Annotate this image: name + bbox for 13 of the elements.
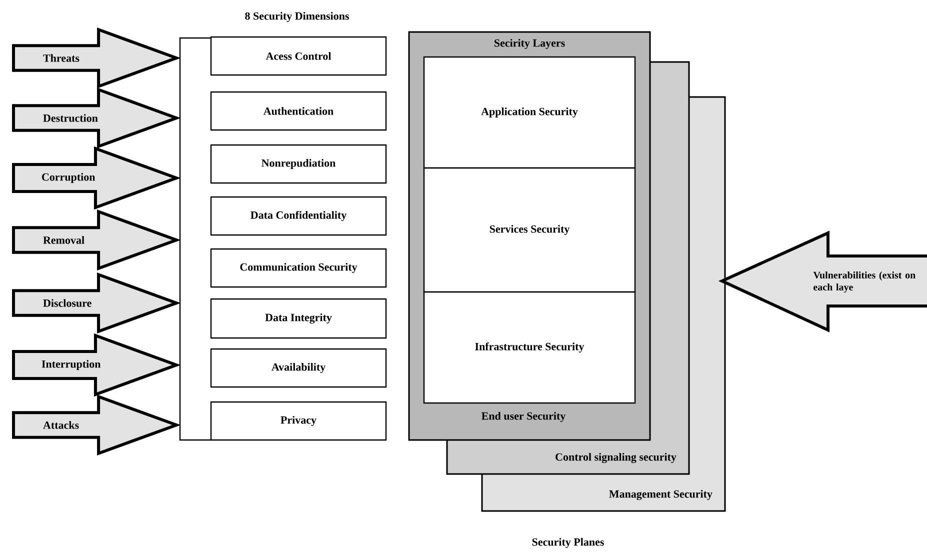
heading: Security Planes [532, 538, 604, 548]
layer-box: Services Security [423, 167, 636, 293]
layer-box: Infrastructure Security [423, 291, 636, 404]
dimension-box: Data Integrity [210, 298, 387, 339]
dimension-box: Nonrepudiation [210, 144, 387, 184]
heading: 8 Security Dimensions [245, 12, 349, 22]
dimension-box: Availability [210, 348, 387, 388]
dimension-box: Data Confidentiality [210, 196, 387, 236]
dimension-box: Acess Control [210, 36, 387, 76]
dimension-box: Authentication [210, 91, 387, 131]
layer-box: Application Security [423, 56, 636, 169]
dimension-box: Communication Security [210, 248, 387, 288]
dimension-box: Privacy [210, 401, 387, 441]
